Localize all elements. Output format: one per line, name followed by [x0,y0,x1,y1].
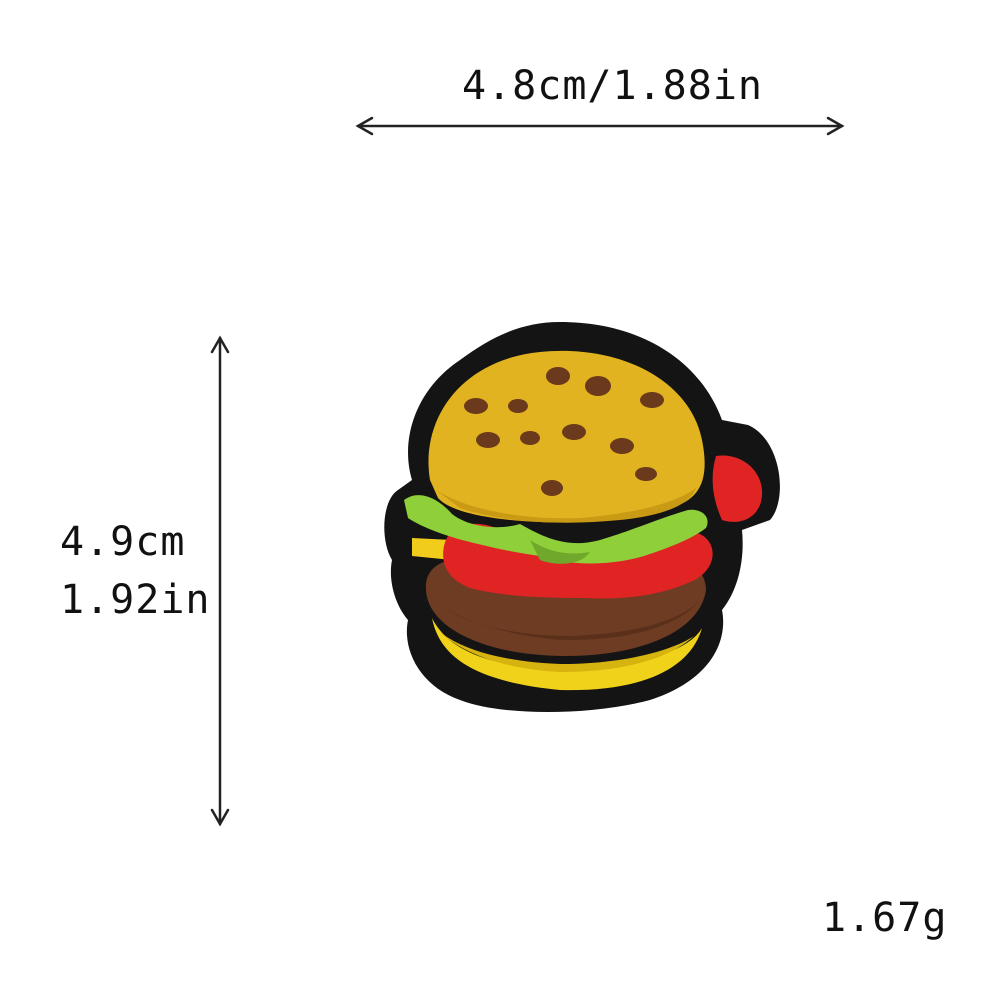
height-arrow [210,335,230,827]
height-in-label: 1.92in [60,577,211,623]
width-arrow [355,116,845,136]
bottom-bun [432,618,702,691]
lettuce [404,495,708,564]
weight-label: 1.67g [822,895,948,941]
cheese [412,538,452,560]
width-dimension-label: 4.8cm/1.88in [462,63,763,109]
sesame-seeds [464,367,664,496]
height-cm-label: 4.9cm [60,519,186,565]
